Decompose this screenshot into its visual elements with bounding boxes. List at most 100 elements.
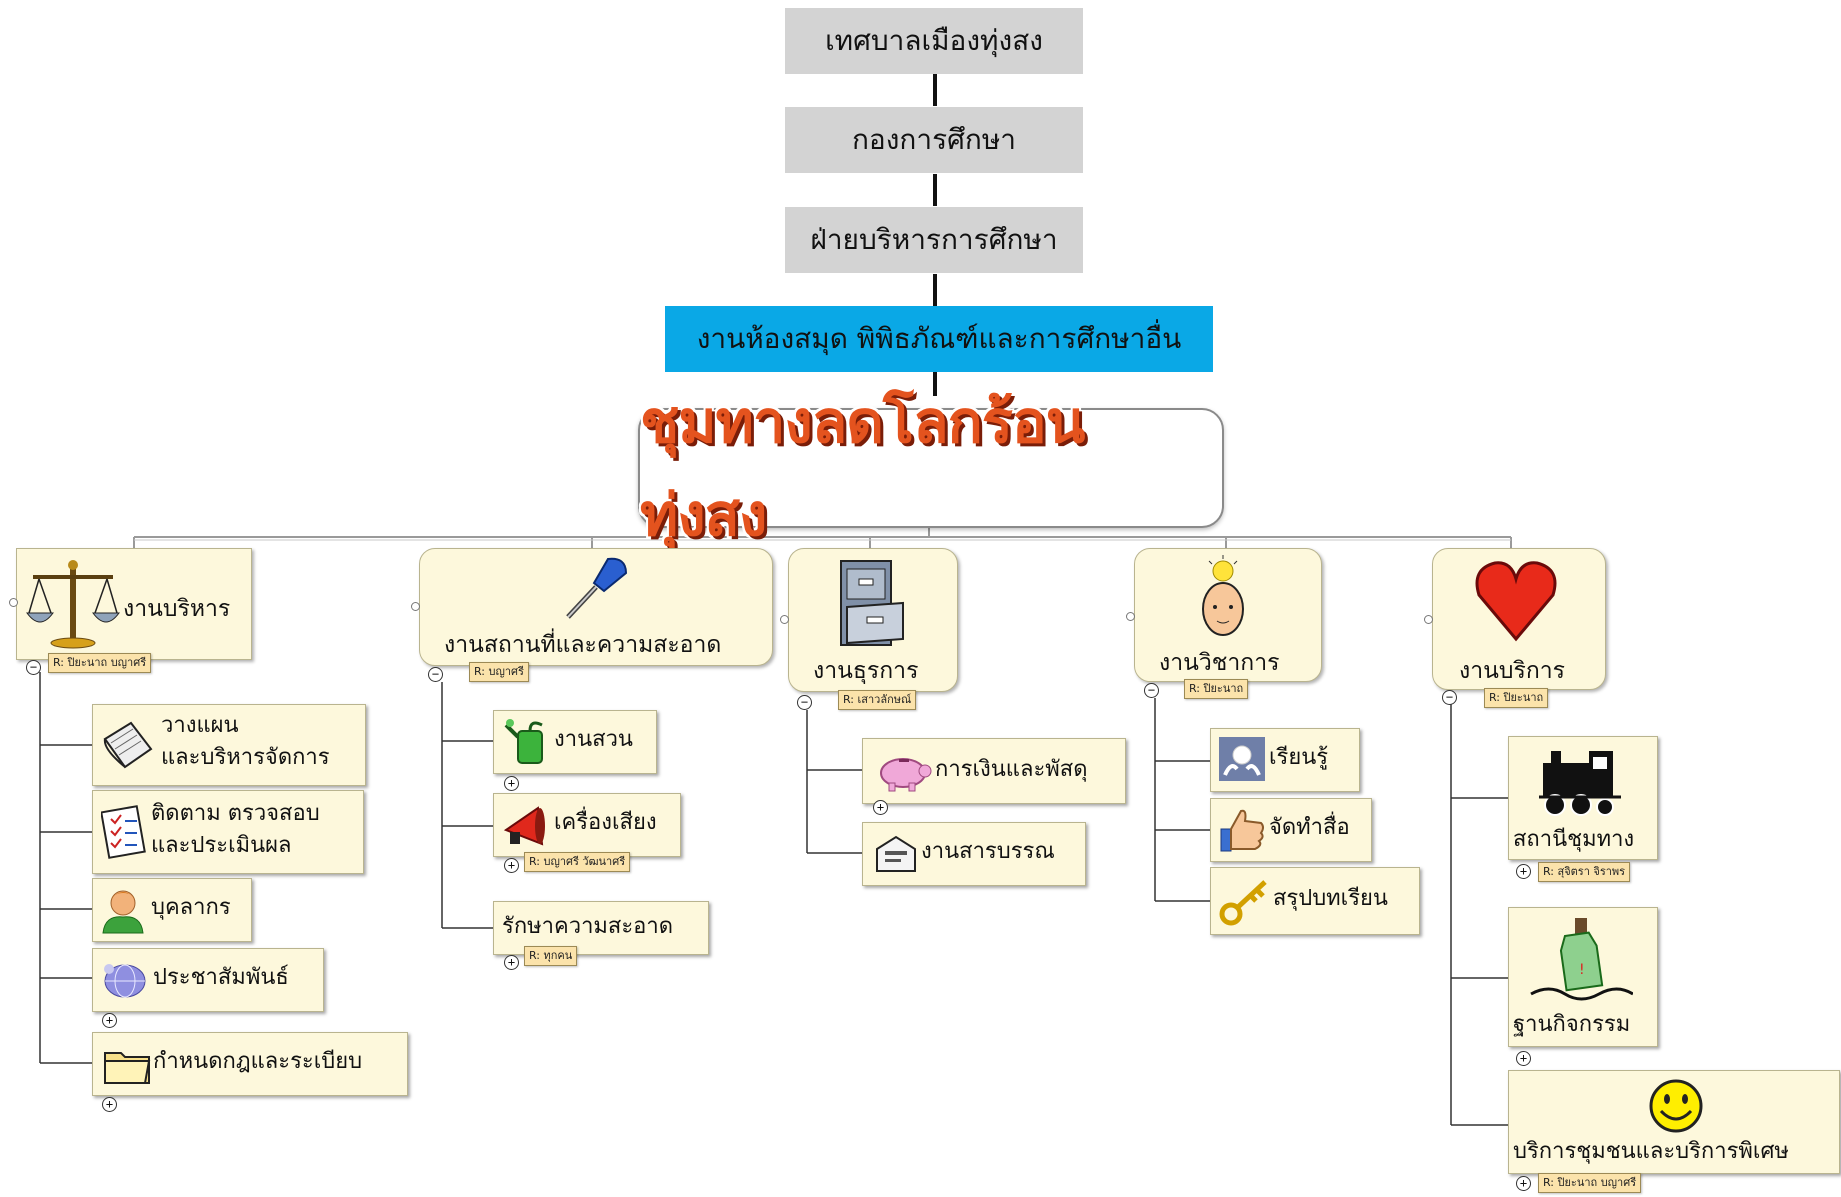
leaf-learning[interactable]: เรียนรู้ (1210, 728, 1360, 792)
lightbulb-head-icon (1195, 555, 1251, 645)
hierarchy-box-education-division: กองการศึกษา (785, 107, 1083, 173)
collapse-toggle[interactable]: − (428, 667, 443, 682)
branch-card-administration[interactable]: งานบริหาร (16, 548, 252, 660)
leaf-planning[interactable]: วางแผน และบริหารจัดการ (92, 704, 366, 786)
checklist-icon (100, 805, 147, 863)
megaphone-icon (502, 800, 550, 854)
leaf-public-relations[interactable]: ประชาสัมพันธ์ (92, 948, 324, 1012)
thumbs-up-icon (1219, 805, 1267, 859)
branch-label: งานสถานที่และความสะอาด (444, 632, 722, 658)
leaf-label: บริการชุมชนและบริการพิเศษ (1513, 1139, 1789, 1164)
resource-tag: R: ปิยะนาถ บญาศรี (48, 653, 152, 673)
expand-toggle[interactable]: + (504, 776, 519, 791)
collapse-toggle[interactable]: − (797, 695, 812, 710)
leaf-label: กำหนดกฎและระเบียบ (153, 1049, 363, 1074)
leaf-personnel[interactable]: บุคลากร (92, 878, 252, 942)
resource-tag: R: บญาศรี (469, 662, 529, 682)
leaf-label: การเงินและพัสดุ (935, 757, 1088, 782)
envelope-icon (873, 833, 919, 879)
branch-card-academic[interactable]: งานวิชาการ (1134, 548, 1322, 682)
branch-card-facilities[interactable]: งานสถานที่และความสะอาด (419, 548, 773, 666)
connection-port (9, 598, 18, 607)
central-title: ชุมทางลดโลกร้อน ทุ่งสง (640, 388, 1085, 549)
watering-can-icon (504, 717, 550, 771)
resource-tag: R: ปิยะนาถ (1484, 688, 1549, 708)
expand-toggle[interactable]: + (504, 858, 519, 873)
branch-label: งานธุรการ (813, 658, 919, 684)
svg-text:!: ! (1579, 962, 1585, 978)
heart-icon (1473, 557, 1559, 647)
hierarchy-box-municipality: เทศบาลเมืองทุ่งสง (785, 8, 1083, 74)
idea-icon (1217, 735, 1267, 787)
hierarchy-label: ฝ่ายบริหารการศึกษา (810, 223, 1058, 256)
leaf-community-service[interactable]: บริการชุมชนและบริการพิเศษ (1508, 1070, 1840, 1174)
leaf-label: ติดตาม ตรวจสอบ (151, 801, 320, 826)
leaf-label: จัดทำสื่อ (1269, 815, 1350, 840)
expand-toggle[interactable]: + (102, 1013, 117, 1028)
hierarchy-label: กองการศึกษา (851, 123, 1017, 156)
leaf-activity-base[interactable]: ! ฐานกิจกรรม (1508, 907, 1658, 1047)
leaf-label: สถานีชุมทาง (1513, 827, 1635, 852)
leaf-media-production[interactable]: จัดทำสื่อ (1210, 798, 1372, 862)
piggy-bank-icon (873, 749, 933, 797)
leaf-label: รักษาความสะอาด (502, 914, 674, 939)
leaf-label: ประชาสัมพันธ์ (153, 965, 289, 990)
resource-tag: R: เสาวลักษณ์ (838, 690, 917, 710)
collapse-toggle[interactable]: − (26, 660, 41, 675)
connection-port (1126, 612, 1135, 621)
leaf-label: งานสารบรรณ (921, 839, 1055, 864)
leaf-label: งานสวน (554, 727, 633, 752)
smiley-icon (1647, 1077, 1705, 1139)
branch-card-services[interactable]: งานบริการ (1432, 548, 1606, 690)
expand-toggle[interactable]: + (1516, 864, 1531, 879)
leaf-rules[interactable]: กำหนดกฎและระเบียบ (92, 1032, 408, 1096)
key-icon (1219, 876, 1271, 930)
leaf-label: และบริหารจัดการ (161, 745, 330, 770)
hierarchy-box-library-museum: งานห้องสมุด พิพิธภัณฑ์และการศึกษาอื่น (665, 306, 1213, 372)
expand-toggle[interactable]: + (504, 955, 519, 970)
resource-tag: R: ปิยะนาถ (1184, 679, 1249, 699)
folder-icon (101, 1043, 153, 1091)
hierarchy-box-education-admin: ฝ่ายบริหารการศึกษา (785, 207, 1083, 273)
collapse-toggle[interactable]: − (1144, 683, 1159, 698)
file-cabinet-icon (837, 557, 907, 653)
leaf-garden[interactable]: งานสวน (493, 710, 657, 774)
leaf-label: วางแผน (161, 713, 239, 738)
leaf-finance[interactable]: การเงินและพัสดุ (862, 738, 1126, 804)
leaf-label: เรียนรู้ (1269, 745, 1329, 770)
branch-label: งานวิชาการ (1159, 650, 1280, 676)
leaf-monitoring[interactable]: ติดตาม ตรวจสอบ และประเมินผล (92, 790, 364, 874)
leaf-label: ฐานกิจกรรม (1513, 1012, 1631, 1037)
branch-label: งานบริหาร (123, 596, 231, 622)
leaf-junction-station[interactable]: สถานีชุมทาง (1508, 736, 1658, 860)
expand-toggle[interactable]: + (102, 1097, 117, 1112)
leaf-label: บุคลากร (151, 895, 231, 920)
expand-toggle[interactable]: + (873, 800, 888, 815)
expand-toggle[interactable]: + (1516, 1051, 1531, 1066)
central-topic[interactable]: ชุมทางลดโลกร้อน ทุ่งสง (638, 388, 1224, 549)
leaf-label: สรุปบทเรียน (1273, 886, 1388, 911)
branch-label: งานบริการ (1459, 658, 1566, 684)
person-icon (101, 887, 145, 939)
connection-port (780, 615, 789, 624)
leaf-label: และประเมินผล (151, 833, 292, 858)
notepad-icon (101, 719, 155, 775)
branch-card-general-affairs[interactable]: งานธุรการ (788, 548, 958, 692)
expand-toggle[interactable]: + (1516, 1176, 1531, 1191)
resource-tag: R: ปิยะนาถ บญาศรี (1538, 1173, 1642, 1193)
connection-port (1424, 615, 1433, 624)
leaf-sound-system[interactable]: เครื่องเสียง (493, 793, 681, 857)
scales-icon (25, 557, 121, 653)
resource-tag: R: สุจิตรา จิราพร (1538, 862, 1631, 882)
hierarchy-label: เทศบาลเมืองทุ่งสง (825, 24, 1043, 57)
collapse-toggle[interactable]: − (1442, 690, 1457, 705)
screwdriver-icon (560, 555, 632, 627)
globe-icon (101, 959, 149, 1007)
connection-port (411, 602, 420, 611)
hierarchy-label: งานห้องสมุด พิพิธภัณฑ์และการศึกษาอื่น (696, 322, 1182, 355)
leaf-correspondence[interactable]: งานสารบรรณ (862, 822, 1086, 886)
train-icon (1537, 743, 1623, 827)
resource-tag: R: ทุกคน (524, 946, 578, 966)
leaf-lessons-learned[interactable]: สรุปบทเรียน (1210, 867, 1420, 935)
